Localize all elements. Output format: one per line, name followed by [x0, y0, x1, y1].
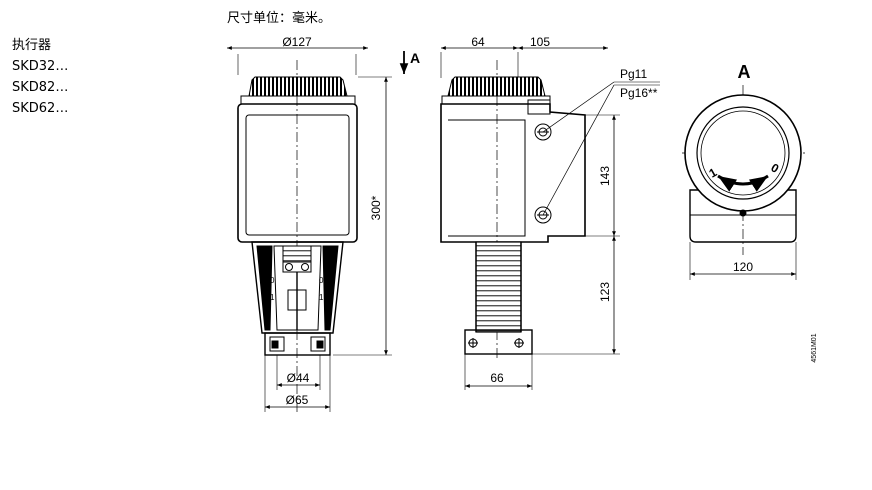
cable-gland-label: Pg16** [620, 86, 658, 100]
svg-text:0: 0 [319, 276, 324, 285]
svg-text:1: 1 [319, 293, 324, 302]
svg-text:0: 0 [270, 276, 275, 285]
view-a-title: A [738, 62, 751, 82]
front-diameter-outer: Ø65 [286, 393, 309, 407]
front-height: 300* [369, 195, 383, 220]
units-note: 尺寸单位：毫米。 [227, 11, 332, 26]
side-top-right-dim: 105 [530, 35, 550, 49]
model-item: SKD62… [12, 101, 69, 116]
model-item: SKD82… [12, 80, 69, 95]
side-view [440, 46, 660, 390]
drawing-id: 4561M01 [811, 333, 818, 362]
view-arrow-label: A [410, 50, 420, 66]
model-list: 执行器 SKD32… SKD82… SKD62… [12, 35, 68, 119]
model-list-title: 执行器 [12, 38, 52, 53]
model-item: SKD32… [12, 59, 69, 74]
side-height-upper: 143 [598, 166, 612, 186]
side-bottom-width: 66 [490, 371, 504, 385]
side-top-left-dim: 64 [471, 35, 485, 49]
side-height-lower: 123 [598, 282, 612, 302]
view-a-width: 120 [733, 260, 753, 274]
front-view: 0 0 1 1 [227, 46, 409, 412]
front-diameter-top: Ø127 [282, 35, 312, 49]
front-diameter-inner: Ø44 [287, 371, 310, 385]
cable-gland-label: Pg11 [620, 67, 647, 81]
svg-text:1: 1 [270, 293, 275, 302]
view-a [682, 85, 808, 280]
